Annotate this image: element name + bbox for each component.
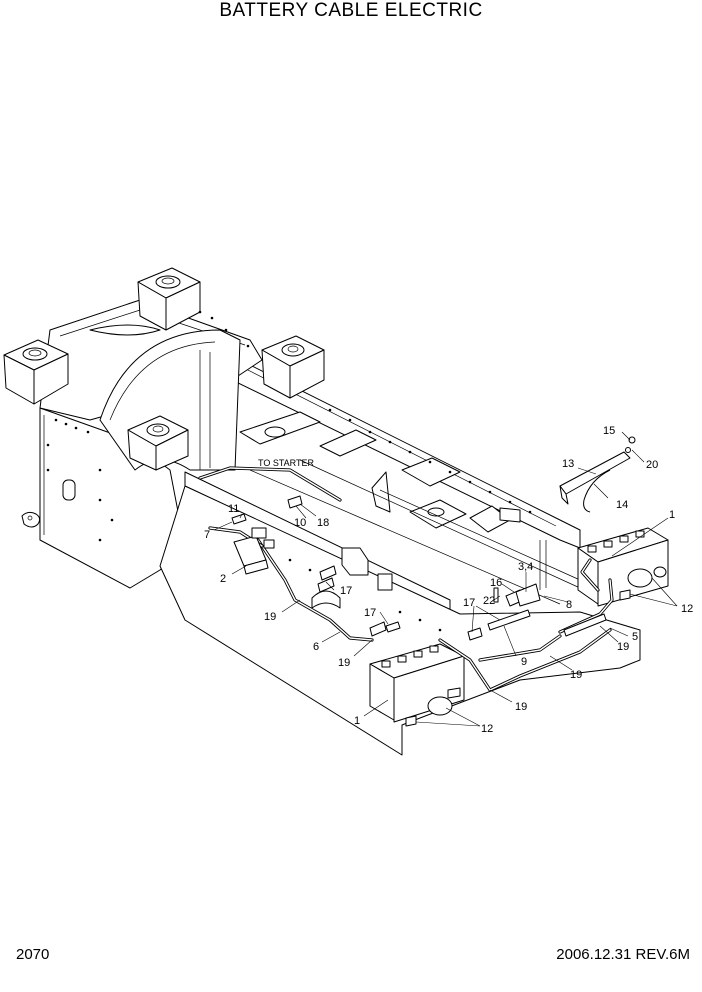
callout-1: 1	[669, 509, 675, 521]
revision-stamp: 2006.12.31 REV.6M	[556, 946, 690, 963]
callout-17: 17	[364, 607, 376, 619]
to-starter-note: TO STARTER	[258, 458, 315, 468]
callout-5: 5	[632, 631, 638, 643]
callout-20: 20	[646, 459, 658, 471]
callout-labels: 1 1 2 3,4 5 6 7 8 9 10 11 12 12 13 14 15…	[204, 425, 693, 735]
callout-18: 18	[317, 517, 329, 529]
callout-16: 16	[490, 577, 502, 589]
callout-19: 19	[617, 641, 629, 653]
callout-13: 13	[562, 458, 574, 470]
leader-lines	[213, 431, 678, 727]
fasteners	[231, 495, 607, 641]
battery-cables	[198, 466, 614, 692]
callout-19: 19	[570, 669, 582, 681]
callout-17: 17	[340, 585, 352, 597]
callout-2: 2	[220, 573, 226, 585]
battery-switch-bracket	[233, 527, 275, 575]
mount-pad-front-left	[3, 339, 69, 405]
callout-6: 6	[313, 641, 319, 653]
page-title: BATTERY CABLE ELECTRIC	[219, 0, 483, 21]
callout-9: 9	[521, 656, 527, 668]
callout-8: 8	[566, 599, 572, 611]
callout-7: 7	[204, 529, 210, 541]
callout-19: 19	[264, 611, 276, 623]
callout-19: 19	[338, 657, 350, 669]
callout-10: 10	[294, 517, 306, 529]
callout-3-4: 3,4	[518, 561, 533, 573]
mount-pad-front-right	[127, 415, 189, 471]
callout-17: 17	[463, 597, 475, 609]
mount-pad-rear-left	[137, 267, 201, 331]
frame-bolt-holes	[46, 310, 532, 632]
callout-15: 15	[603, 425, 615, 437]
mount-pad-rear-right	[261, 335, 325, 399]
callout-1: 1	[354, 715, 360, 727]
battery-rear	[577, 527, 669, 607]
battery-front	[369, 643, 465, 727]
page-number: 2070	[16, 946, 50, 963]
callout-11: 11	[228, 503, 239, 515]
callout-12: 12	[681, 603, 693, 615]
callout-22: 22	[483, 595, 495, 607]
chassis-frame	[3, 267, 641, 756]
callout-14: 14	[616, 499, 628, 511]
battery-hold-down-bar	[559, 436, 636, 513]
cable-clamp	[311, 577, 341, 609]
callout-19: 19	[515, 701, 527, 713]
callout-12: 12	[481, 723, 493, 735]
